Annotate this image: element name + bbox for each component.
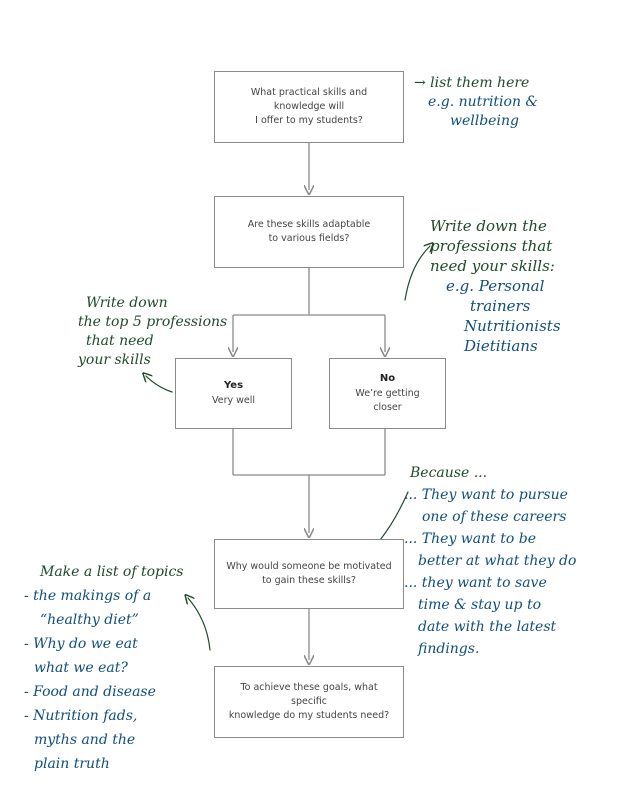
answer-box-no: No We’re getting closer — [329, 358, 446, 429]
question-line: What practical skills and knowledge will — [250, 87, 368, 113]
note-line: Nutritionists — [464, 317, 561, 335]
note-line: “healthy diet” — [40, 612, 139, 628]
question-box-adaptable: Are these skills adaptable to various fi… — [214, 196, 404, 268]
note-line: what we eat? — [34, 660, 128, 676]
note-line: plain truth — [34, 756, 110, 772]
answer-text-yes: Very well — [211, 394, 256, 406]
note-line: professions that — [430, 237, 553, 255]
note-line: time & stay up to — [418, 597, 542, 613]
note-because: Because ... ... They want to pursue one … — [404, 462, 576, 660]
note-top-five-professions: Write down the top 5 professions that ne… — [78, 294, 227, 370]
question-box-motivation: Why would someone be motivated to gain t… — [214, 539, 404, 609]
note-line: Dietitians — [464, 337, 538, 355]
note-line: the top 5 professions — [78, 314, 228, 330]
note-line: Make a list of topics — [40, 564, 184, 580]
question-box-knowledge: To achieve these goals, what specific kn… — [214, 666, 404, 738]
ink-arrow-topics — [188, 598, 211, 651]
question-line: knowledge do my students need? — [228, 709, 390, 721]
note-line: ... they want to save — [404, 575, 547, 591]
ink-arrow-top5 — [146, 376, 173, 393]
note-line: - Nutrition fads, — [24, 708, 138, 724]
note-line: - the makings of a — [24, 588, 152, 604]
note-line: e.g. nutrition & — [428, 94, 538, 110]
note-line: one of these careers — [422, 509, 567, 525]
note-line: Because ... — [410, 465, 488, 481]
answer-title-no: No — [379, 373, 396, 385]
note-list-them-here: → list them here e.g. nutrition & wellbe… — [414, 74, 538, 131]
note-line: ... They want to pursue — [404, 487, 568, 503]
note-professions: Write down the professions that need you… — [430, 216, 561, 356]
note-line: myths and the — [34, 732, 136, 748]
note-line: date with the latest — [418, 619, 557, 635]
question-line: Are these skills adaptable — [247, 219, 371, 231]
note-line: your skills — [78, 352, 151, 368]
note-line: better at what they do — [418, 553, 577, 569]
note-line: trainers — [470, 297, 531, 315]
question-line: to various fields? — [268, 233, 350, 244]
note-line: e.g. Personal — [446, 277, 545, 295]
question-line: I offer to my students? — [255, 114, 363, 126]
answer-title-yes: Yes — [223, 380, 244, 392]
note-line: → list them here — [414, 75, 530, 91]
ink-arrow-professions — [404, 246, 430, 301]
note-line: - Why do we eat — [24, 636, 138, 652]
answer-box-yes: Yes Very well — [175, 358, 292, 429]
note-line: need your skills: — [430, 257, 555, 275]
answer-text-no: We’re getting closer — [355, 387, 420, 413]
note-line: Write down the — [430, 217, 547, 235]
note-line: - Food and disease — [24, 684, 156, 700]
note-line: Write down — [86, 295, 168, 311]
question-line: To achieve these goals, what specific — [240, 682, 378, 708]
ink-arrow-because — [379, 491, 409, 541]
note-line: findings. — [418, 641, 480, 657]
note-line: that need — [86, 333, 154, 349]
question-line: Why would someone be motivated — [226, 561, 392, 573]
note-line: wellbeing — [450, 113, 519, 129]
question-line: to gain these skills? — [262, 575, 356, 586]
question-box-skills: What practical skills and knowledge will… — [214, 71, 404, 143]
note-topics: Make a list of topics - the makings of a… — [24, 560, 184, 776]
note-line: ... They want to be — [404, 531, 536, 547]
